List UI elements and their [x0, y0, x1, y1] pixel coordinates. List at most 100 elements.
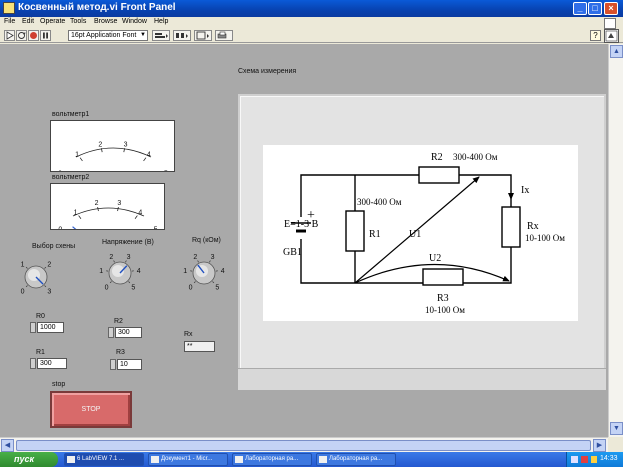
r0-field[interactable]: 1000	[37, 322, 64, 333]
context-help-icon[interactable]: ?	[590, 30, 601, 41]
knob-scale-label: 3	[47, 288, 51, 295]
rq-knob-label: Rq (кОм)	[192, 237, 221, 244]
r3-increment-icon[interactable]	[110, 359, 116, 370]
align-objects-icon[interactable]	[152, 30, 170, 41]
start-button[interactable]: пуск	[0, 452, 58, 467]
meter-tick-label: 4	[138, 210, 142, 217]
abort-icon[interactable]	[28, 30, 39, 41]
scheme-select-label: Выбор схены	[32, 243, 76, 250]
r1-field[interactable]: 300	[37, 358, 67, 369]
knob-scale-label: 0	[189, 284, 193, 291]
menu-edit[interactable]: Edit	[22, 18, 35, 25]
taskbar-item-document[interactable]: Документ1 - Micr...	[148, 453, 228, 466]
taskbar-item-lab1[interactable]: Лабораторная ра...	[232, 453, 312, 466]
font-select[interactable]: 16pt Application Font ▼	[68, 30, 148, 41]
taskbar-item-labview[interactable]: 6 LabVIEW 7.1 ...	[64, 453, 144, 466]
knob-pointer	[35, 276, 44, 285]
knob-tick	[44, 266, 47, 269]
knob-tick	[193, 281, 196, 284]
r3-schematic-label: R3	[437, 293, 449, 304]
r3-label: R3	[116, 349, 125, 356]
minimize-button[interactable]: _	[573, 2, 587, 15]
vertical-scrollbar[interactable]: ▲ ▼	[608, 44, 623, 437]
taskbar-item-label: Лабораторная ра...	[329, 456, 383, 462]
menu-file[interactable]: File	[4, 18, 16, 25]
meter-tick-label: 2	[95, 200, 99, 207]
menu-bar: File Edit Operate Tools Browse Window He…	[0, 17, 623, 29]
word-icon	[151, 456, 159, 463]
rx-label: Rx	[184, 331, 193, 338]
r0-label: R0	[36, 313, 45, 320]
r2-schematic-label: R2	[431, 152, 443, 163]
run-arrow-icon[interactable]	[4, 30, 15, 41]
vi-app-icon	[3, 2, 15, 14]
scroll-left-icon[interactable]: ◀	[1, 439, 14, 452]
circuit-schematic: E=1-3 В + GB1 R1 300-400 Ом R2 300-400 О…	[263, 145, 578, 321]
meter-tick-label: 0	[58, 227, 62, 230]
font-select-value: 16pt Application Font	[71, 32, 137, 39]
maximize-button[interactable]: □	[588, 2, 602, 15]
distribute-objects-icon[interactable]	[173, 30, 191, 41]
r2-label: R2	[114, 318, 123, 325]
scroll-up-icon[interactable]: ▲	[610, 45, 623, 58]
knob-scale-label: 1	[21, 262, 25, 269]
r3-numeric[interactable]: 10	[110, 359, 142, 370]
meter-tick-label: 0	[58, 171, 62, 172]
knob-pointer	[197, 264, 205, 274]
r0-increment-icon[interactable]	[30, 322, 36, 333]
menu-operate[interactable]: Operate	[40, 18, 66, 25]
reorder-icon[interactable]	[215, 30, 233, 41]
stop-button[interactable]: STOP	[50, 391, 132, 428]
resize-objects-icon[interactable]	[194, 30, 212, 41]
knob-pointer	[119, 265, 128, 274]
meter-tick	[97, 207, 99, 212]
volume-icon[interactable]	[591, 456, 597, 463]
r1-increment-icon[interactable]	[30, 358, 36, 369]
network-icon[interactable]	[571, 456, 578, 463]
knob-scale-label: 5	[215, 284, 219, 291]
pause-icon[interactable]	[40, 30, 51, 41]
menu-window[interactable]: Window	[122, 18, 147, 25]
scroll-down-icon[interactable]: ▼	[610, 422, 623, 435]
r1-label: R1	[36, 349, 45, 356]
meter-tick-label: 1	[74, 210, 78, 217]
taskbar-item-lab2[interactable]: Лабораторная ра...	[316, 453, 396, 466]
scheme-title: Схема измерения	[238, 68, 297, 75]
meter-tick-label: 4	[147, 152, 151, 159]
circuit-schematic-drawing: E=1-3 В + GB1 R1 300-400 Ом R2 300-400 О…	[283, 152, 565, 315]
knob-scale-label: 2	[193, 254, 197, 261]
taskbar: пуск 6 LabVIEW 7.1 ... Документ1 - Micr.…	[0, 452, 623, 467]
meter-tick	[143, 157, 147, 162]
meter-needle	[72, 226, 77, 229]
run-continuously-icon[interactable]	[16, 30, 27, 41]
u2-label: U2	[429, 253, 441, 264]
close-button[interactable]: ×	[604, 2, 618, 15]
menu-help[interactable]: Help	[154, 18, 169, 25]
title-bar[interactable]: Косвенный метод.vi Front Panel _ □ ×	[0, 0, 623, 17]
menu-tools[interactable]: Tools	[70, 18, 87, 25]
r2-numeric[interactable]: 300	[108, 327, 142, 338]
knob-tick	[113, 260, 115, 263]
meter-tick	[78, 215, 82, 220]
language-icon[interactable]	[581, 456, 588, 463]
r0-numeric[interactable]: 1000	[30, 322, 64, 333]
r2-increment-icon[interactable]	[108, 327, 114, 338]
horizontal-scroll-thumb[interactable]	[16, 440, 591, 451]
scroll-right-icon[interactable]: ▶	[593, 439, 606, 452]
clock: 14:33	[600, 455, 618, 462]
knob-scale-label: 3	[127, 254, 131, 261]
r1-numeric[interactable]: 300	[30, 358, 67, 369]
menu-browse[interactable]: Browse	[94, 18, 118, 25]
ix-current-label: Ix	[521, 185, 529, 196]
knob-tick	[25, 285, 28, 288]
r3-field[interactable]: 10	[117, 359, 142, 370]
r2-field[interactable]: 300	[115, 327, 142, 338]
horizontal-scrollbar[interactable]: ◀ ▶	[0, 437, 608, 452]
meter-tick	[134, 215, 138, 220]
meter-tick-label: 3	[117, 200, 121, 207]
